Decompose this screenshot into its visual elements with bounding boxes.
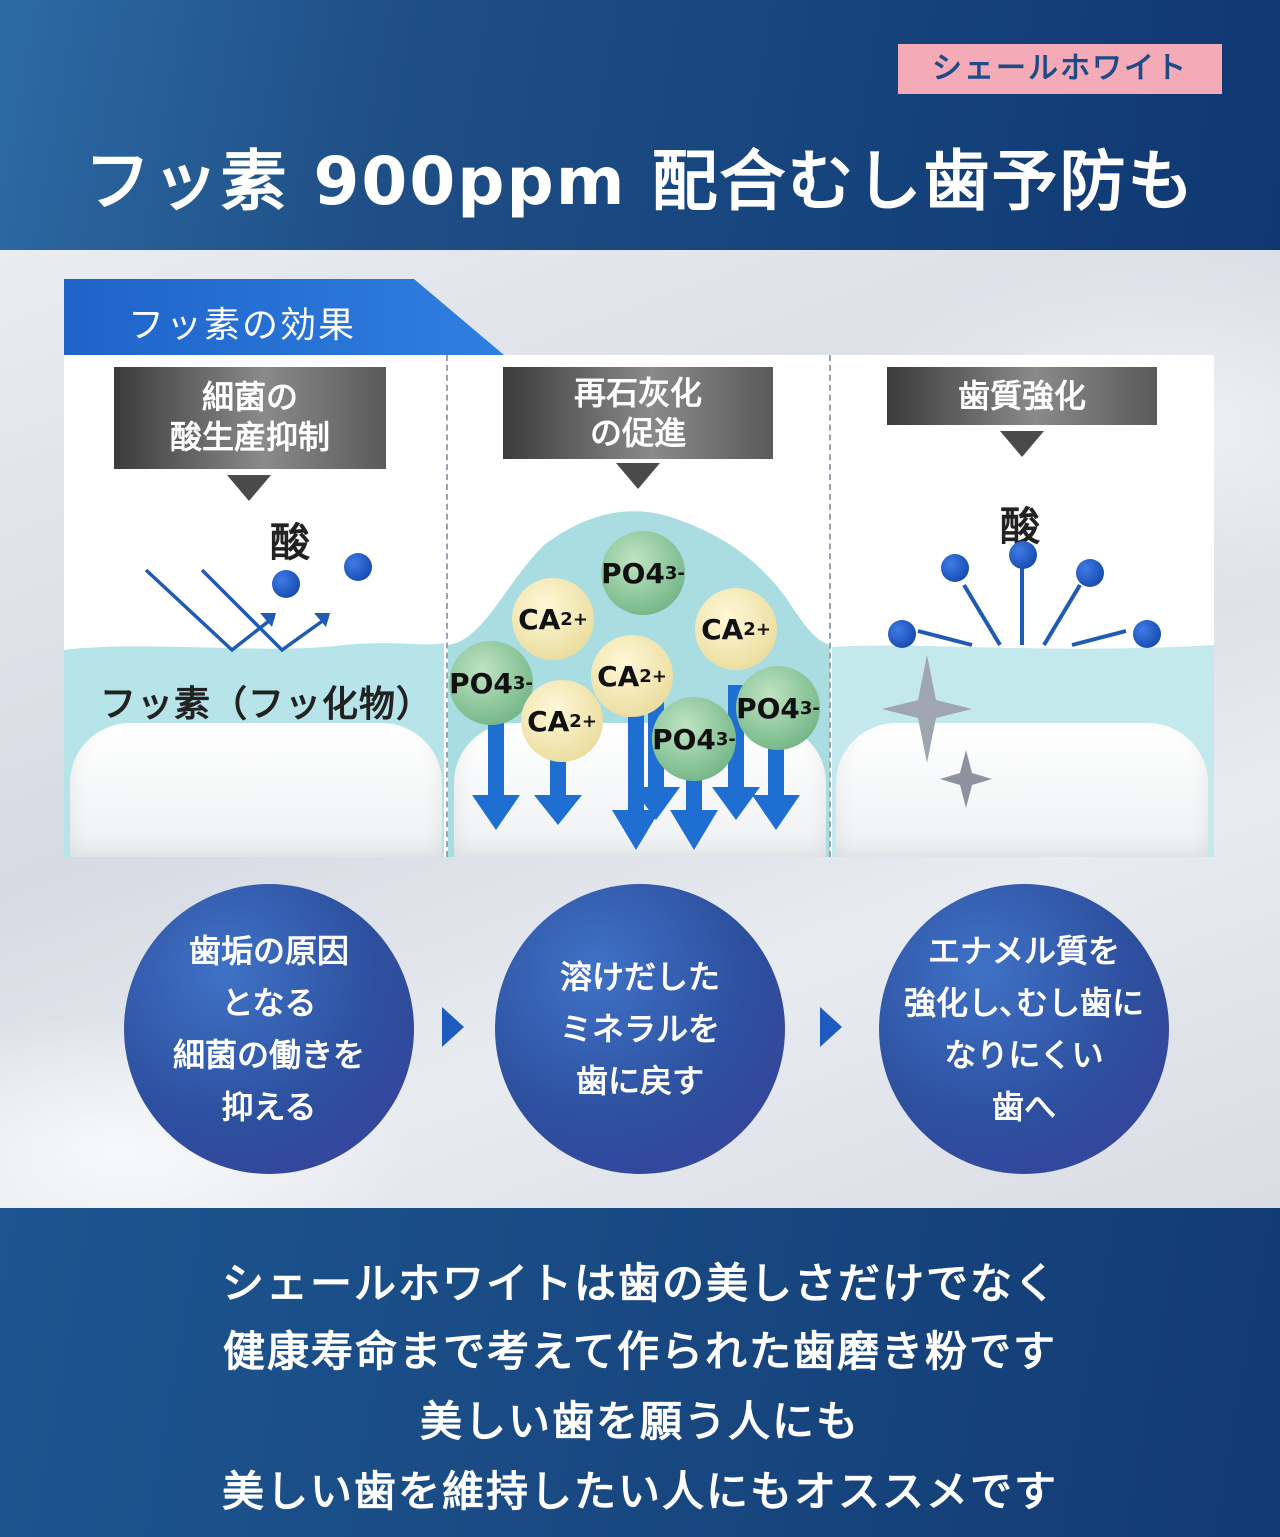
page-title: フッ素 900ppm 配合むし歯予防も: [84, 143, 1196, 220]
ion-symbol: CA: [518, 602, 561, 636]
circle-text-line: となる: [221, 984, 317, 1022]
footer-text-line: 健康寿命まで考えて作られた歯磨き粉です: [223, 1327, 1057, 1376]
ion-symbol: PO4: [652, 722, 716, 756]
footer-text-line: 美しい歯を願う人にも: [419, 1397, 860, 1446]
ion-symbol: CA: [527, 704, 570, 738]
acid-particle: [1133, 620, 1161, 648]
ion-symbol: PO4: [601, 556, 665, 590]
next-arrow-icon: [442, 1007, 464, 1047]
tag-text-line: 再石灰化: [573, 374, 702, 412]
tag-enamel-strength: 歯質強化: [887, 367, 1157, 425]
tooth-illustration-1: [70, 723, 442, 857]
circle-text-line: 溶けだした: [559, 958, 720, 996]
column-divider: [829, 355, 831, 857]
circle-text-line: 強化し､むし歯に: [903, 984, 1144, 1022]
benefit-circle-enamel: エナメル質を 強化し､むし歯に なりにくい 歯へ: [879, 884, 1169, 1174]
footer-banner: シェールホワイトは歯の美しさだけでなく 健康寿命まで考えて作られた歯磨き粉です …: [0, 1208, 1280, 1537]
acid-particle: [272, 570, 300, 598]
acid-particle: [344, 553, 372, 581]
ion-charge: 2+: [569, 710, 597, 732]
acid-label: 酸: [270, 520, 310, 566]
ion-charge: 3-: [799, 697, 820, 719]
benefit-circle-mineral: 溶けだした ミネラルを 歯に戻す: [495, 884, 785, 1174]
ion-charge: 2+: [743, 618, 771, 640]
ion-charge: 3-: [664, 562, 685, 584]
tag-pointer-icon: [1000, 431, 1044, 457]
benefit-circle-plaque: 歯垢の原因 となる 細菌の働きを 抑える: [124, 884, 414, 1174]
ion-charge: 2+: [639, 665, 667, 687]
tag-text-line: の促進: [589, 414, 686, 452]
ion-charge: 3-: [512, 672, 533, 694]
ion-symbol: CA: [701, 612, 744, 646]
circle-text-line: 歯垢の原因: [188, 932, 349, 970]
circle-text-line: ミネラルを: [559, 1010, 720, 1048]
section-tab-label: フッ素の効果: [128, 305, 357, 346]
tag-remineralization: 再石灰化 の促進: [503, 367, 773, 459]
next-arrow-icon: [820, 1007, 842, 1047]
ion-charge: 3-: [715, 728, 736, 750]
circle-text-line: なりにくい: [944, 1036, 1104, 1074]
circle-text-line: 細菌の働きを: [172, 1036, 365, 1074]
circle-text-line: 抑える: [221, 1088, 317, 1126]
tag-text-line: 酸生産抑制: [169, 418, 330, 456]
tag-pointer-icon: [616, 463, 660, 489]
ion-symbol: CA: [597, 659, 640, 693]
brand-badge: シェールホワイト: [898, 44, 1222, 94]
tag-acid-suppression: 細菌の 酸生産抑制: [114, 367, 386, 469]
mineral-down-arrows-icon: [472, 675, 800, 850]
acid-particle: [1009, 541, 1037, 569]
deflection-arrows-icon: [144, 568, 330, 653]
tag-pointer-icon: [227, 475, 271, 501]
ion-symbol: PO4: [736, 691, 800, 725]
footer-text-line: シェールホワイトは歯の美しさだけでなく: [221, 1259, 1058, 1308]
ion-charge: 2+: [560, 608, 588, 630]
tag-text-line: 細菌の: [201, 378, 298, 416]
acid-particle: [941, 554, 969, 582]
fluoride-label: フッ素（フッ化物）: [100, 684, 434, 725]
acid-particle: [1076, 559, 1104, 587]
circle-text-line: 歯に戻す: [575, 1062, 704, 1100]
acid-particle: [888, 620, 916, 648]
circle-text-line: エナメル質を: [927, 932, 1120, 970]
ion-symbol: PO4: [449, 666, 513, 700]
acid-repelled-lines-icon: [882, 567, 1127, 808]
tag-text-line: 歯質強化: [957, 377, 1086, 415]
header-banner: シェールホワイト フッ素 900ppm 配合むし歯予防も: [0, 0, 1280, 250]
column-divider: [446, 355, 448, 857]
tooth-illustration-3: [836, 723, 1208, 857]
circle-text-line: 歯へ: [991, 1088, 1056, 1126]
footer-text-line: 美しい歯を維持したい人にもオススメです: [221, 1467, 1058, 1516]
